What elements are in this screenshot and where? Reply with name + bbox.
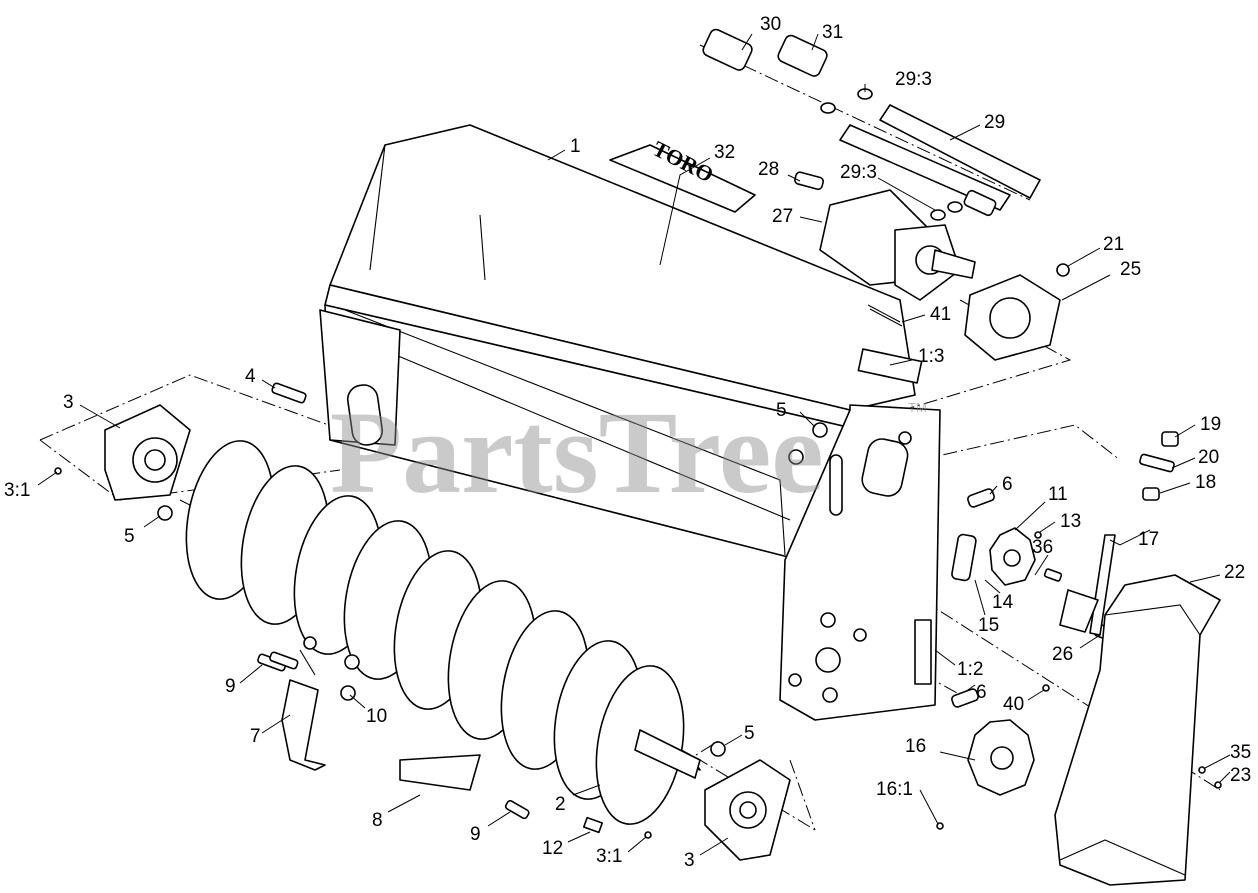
- motor-plate-part-25: [964, 263, 1070, 361]
- housing-part-1: [319, 124, 941, 721]
- tensioner-arm: [1059, 431, 1179, 636]
- callout-3: 3: [684, 850, 695, 871]
- callout-5: 5: [776, 400, 787, 421]
- bearing-right-part-3: [704, 759, 791, 861]
- callout-9: 9: [225, 676, 236, 697]
- callout-27: 27: [772, 206, 793, 227]
- callout-8: 8: [372, 810, 383, 831]
- callout-13: 13: [1060, 511, 1081, 532]
- callout-31: 31: [822, 22, 843, 43]
- callout-2: 2: [555, 794, 566, 815]
- callout-29-3: 29:3: [895, 69, 932, 90]
- callout-10: 10: [366, 706, 387, 727]
- leader-lines: [37, 33, 1231, 856]
- callout-17: 17: [1138, 529, 1159, 550]
- callout-11: 11: [1048, 484, 1068, 505]
- callout-1: 1: [570, 136, 581, 157]
- hydraulic-fittings: [702, 28, 1041, 221]
- callout-3-1: 3:1: [596, 846, 622, 867]
- callout-26: 26: [1052, 644, 1073, 665]
- callout-7: 7: [250, 726, 261, 747]
- callout-9: 9: [470, 824, 481, 845]
- callout-15: 15: [978, 615, 999, 636]
- callout-5: 5: [744, 723, 755, 744]
- tines-parts-7-8: [281, 649, 481, 791]
- callout-14: 14: [992, 592, 1014, 613]
- callout-labels: 30 31 29:3 29 1 32 28 29:3 27 21 25 41 1…: [4, 14, 1251, 871]
- callout-16-1: 16:1: [876, 779, 913, 800]
- callout-18: 18: [1195, 472, 1216, 493]
- callout-3-1: 3:1: [4, 480, 30, 501]
- callout-40: 40: [1003, 694, 1024, 715]
- chain-guard-part-22: [1054, 574, 1221, 886]
- callout-6: 6: [1002, 474, 1013, 495]
- callout-22: 22: [1224, 562, 1245, 583]
- callout-19: 19: [1200, 414, 1221, 435]
- callout-4: 4: [245, 366, 256, 387]
- callout-1-3: 1:3: [918, 346, 944, 367]
- callout-21: 21: [1103, 234, 1124, 255]
- callout-30: 30: [760, 14, 781, 35]
- callout-36: 36: [1032, 537, 1053, 558]
- callout-35: 35: [1230, 742, 1251, 763]
- watermark-trademark: TM: [908, 400, 927, 415]
- callout-28: 28: [758, 159, 779, 180]
- callout-3: 3: [63, 392, 74, 413]
- callout-20: 20: [1198, 447, 1219, 468]
- callout-23: 23: [1230, 765, 1251, 786]
- callout-41: 41: [930, 304, 951, 325]
- callout-1-2: 1:2: [957, 659, 983, 680]
- callout-25: 25: [1120, 259, 1141, 280]
- callout-32: 32: [714, 142, 735, 163]
- callout-6: 6: [976, 682, 987, 703]
- callout-5: 5: [124, 526, 135, 547]
- rotor-part-2: [185, 440, 701, 825]
- callout-16: 16: [905, 736, 926, 757]
- hydraulic-motor-part-27: [794, 171, 976, 301]
- callout-29: 29: [984, 112, 1005, 133]
- callout-29-3: 29:3: [840, 162, 877, 183]
- chain-and-sprockets: [951, 527, 1036, 796]
- callout-12: 12: [542, 838, 563, 859]
- bearing-left-part-3: [54, 382, 307, 521]
- watermark-text: PartsTree: [330, 387, 824, 518]
- key-part-41: [867, 304, 903, 327]
